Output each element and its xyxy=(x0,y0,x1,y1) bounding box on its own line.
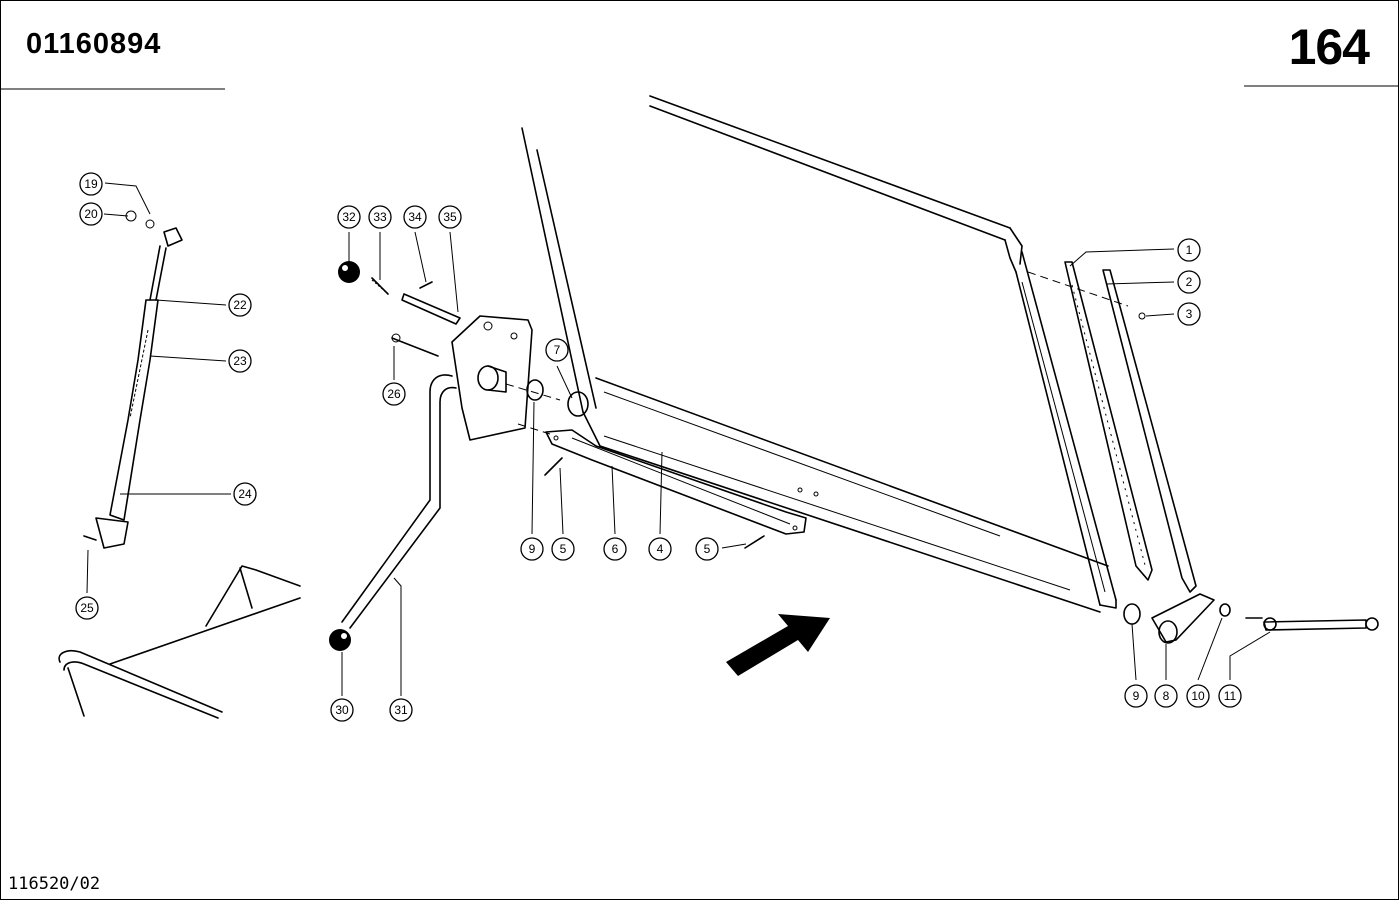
bracket-plate xyxy=(451,315,533,441)
callout-24: 24 xyxy=(233,482,257,506)
callout-label: 25 xyxy=(80,601,94,615)
callout-label: 4 xyxy=(657,542,664,556)
callout-35: 35 xyxy=(438,205,462,229)
callout-1: 1 xyxy=(1177,238,1201,262)
callout-label: 5 xyxy=(560,542,567,556)
callout-label: 9 xyxy=(1133,689,1140,703)
callout-label: 6 xyxy=(612,542,619,556)
callout-label: 10 xyxy=(1191,689,1205,703)
callout-4: 4 xyxy=(648,537,672,561)
part-number: 01160894 xyxy=(26,28,162,60)
leader-lines xyxy=(86,182,1271,696)
callout-23: 23 xyxy=(228,349,252,373)
lever-arm xyxy=(545,429,807,535)
callout-11: 11 xyxy=(1218,684,1242,708)
callout-label: 19 xyxy=(84,177,98,191)
rod-35 xyxy=(401,293,461,325)
washer-9-left xyxy=(526,379,544,401)
callout-label: 5 xyxy=(704,542,711,556)
callout-label: 31 xyxy=(394,703,408,717)
callout-34: 34 xyxy=(403,205,427,229)
direction-arrow-icon xyxy=(726,614,830,676)
strip-2 xyxy=(1102,269,1197,593)
callout-label: 20 xyxy=(84,207,98,221)
callout-label: 7 xyxy=(554,343,561,357)
rod-end-11 xyxy=(1245,617,1379,631)
pin-5-right xyxy=(744,535,765,549)
bushing-7 xyxy=(567,391,589,417)
callout-26: 26 xyxy=(382,382,406,406)
callout-6: 6 xyxy=(603,537,627,561)
callout-label: 32 xyxy=(342,210,356,224)
callout-2: 2 xyxy=(1177,270,1201,294)
callout-9: 9 xyxy=(520,537,544,561)
callout-30: 30 xyxy=(330,698,354,722)
callout-label: 33 xyxy=(373,210,387,224)
washer-10 xyxy=(1219,603,1231,617)
callout-32: 32 xyxy=(337,205,361,229)
pivot-axis xyxy=(505,383,561,401)
callout-33: 33 xyxy=(368,205,392,229)
callout-label: 11 xyxy=(1224,689,1237,703)
callout-label: 35 xyxy=(443,210,457,224)
callout-label: 22 xyxy=(233,298,247,312)
pin-5-left xyxy=(544,457,563,476)
handle-rod-31 xyxy=(341,374,457,629)
callout-label: 9 xyxy=(529,542,536,556)
callout-19: 19 xyxy=(79,172,103,196)
callout-3: 3 xyxy=(1177,302,1201,326)
strip-1 xyxy=(1064,261,1153,581)
callout-20: 20 xyxy=(79,202,103,226)
callout-label: 23 xyxy=(233,354,247,368)
callout-label: 8 xyxy=(1163,689,1170,703)
center-line-3 xyxy=(1027,271,1129,307)
knob-32 xyxy=(338,261,360,283)
bolt-26 xyxy=(391,337,439,357)
callout-label: 24 xyxy=(238,487,252,501)
callout-5: 5 xyxy=(695,537,719,561)
rivet-3 xyxy=(1138,312,1146,320)
hinge-pin-8 xyxy=(1151,593,1215,644)
tractor-fragment xyxy=(58,565,301,719)
callout-label: 2 xyxy=(1186,275,1193,289)
callout-label: 34 xyxy=(408,210,422,224)
page-number: 164 xyxy=(1288,19,1370,75)
main-frame xyxy=(521,95,1117,613)
callout-9: 9 xyxy=(1124,684,1148,708)
callout-8: 8 xyxy=(1154,684,1178,708)
callout-31: 31 xyxy=(389,698,413,722)
callout-5: 5 xyxy=(551,537,575,561)
washer-9-right xyxy=(1123,603,1141,625)
reference-code: 116520/02 xyxy=(8,874,101,894)
callout-25: 25 xyxy=(75,596,99,620)
callout-7: 7 xyxy=(545,338,569,362)
callout-22: 22 xyxy=(228,293,252,317)
callout-label: 26 xyxy=(387,387,401,401)
callout-label: 30 xyxy=(335,703,349,717)
callout-label: 3 xyxy=(1186,307,1193,321)
callout-10: 10 xyxy=(1186,684,1210,708)
gas-strut xyxy=(83,210,183,549)
pin-34 xyxy=(419,281,433,289)
knob-30 xyxy=(329,629,351,651)
callout-label: 1 xyxy=(1186,243,1193,257)
